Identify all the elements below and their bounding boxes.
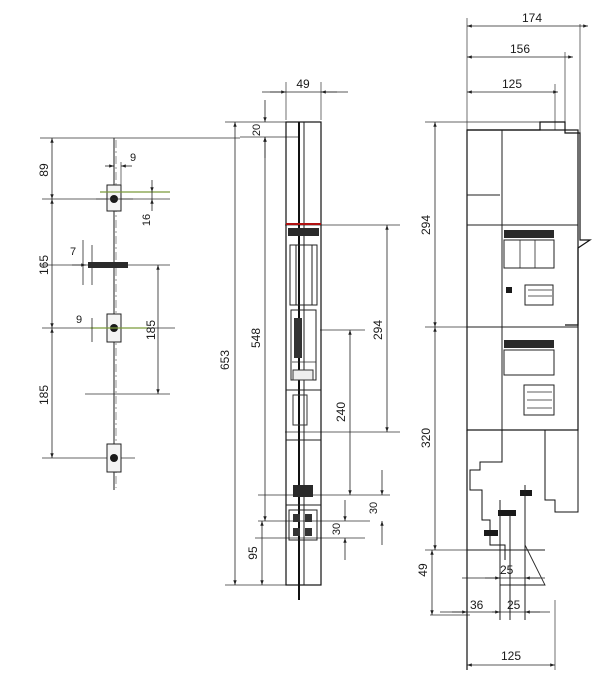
dim-20: 20 (251, 124, 263, 136)
dim-36: 36 (470, 598, 484, 612)
dim-95: 95 (246, 546, 260, 560)
device-front-body (466, 121, 592, 670)
dim-548: 548 (249, 328, 263, 348)
mounting-slot-middle (90, 313, 150, 343)
dim-294-middle: 294 (371, 320, 385, 340)
dim-240: 240 (334, 402, 348, 422)
dim-653: 653 (218, 350, 232, 370)
device-side-body (285, 121, 322, 600)
rail-web-section (82, 240, 128, 285)
mounting-slot-bottom (106, 443, 122, 473)
dim-16: 16 (141, 214, 153, 226)
dim-165: 165 (37, 255, 51, 275)
middle-view-side-elevation: 49 (218, 77, 400, 600)
dim-25-b: 25 (507, 598, 521, 612)
dim-185-inner: 185 (144, 320, 158, 340)
left-view-bolt-pattern: 89 165 185 185 16 9 7 9 (37, 137, 240, 490)
dim-125-bottom: 125 (501, 649, 521, 663)
dim-7: 7 (70, 246, 76, 258)
dim-320: 320 (419, 428, 433, 448)
dim-30-a: 30 (331, 523, 343, 535)
dim-156: 156 (510, 42, 530, 56)
dim-9-middle: 9 (76, 314, 82, 326)
dim-89: 89 (37, 163, 51, 177)
dim-294-right: 294 (419, 215, 433, 235)
mounting-slot-top (96, 184, 170, 212)
right-view-front-elevation: 174 156 125 (416, 11, 592, 670)
dim-185-outer: 185 (37, 385, 51, 405)
dim-9-top: 9 (130, 152, 136, 164)
dim-30-b: 30 (368, 502, 380, 514)
dim-49-right: 49 (416, 563, 430, 577)
dim-125-top: 125 (502, 77, 522, 91)
dim-25-a: 25 (500, 563, 514, 577)
dim-49-top: 49 (296, 77, 310, 91)
dim-174: 174 (522, 11, 542, 25)
